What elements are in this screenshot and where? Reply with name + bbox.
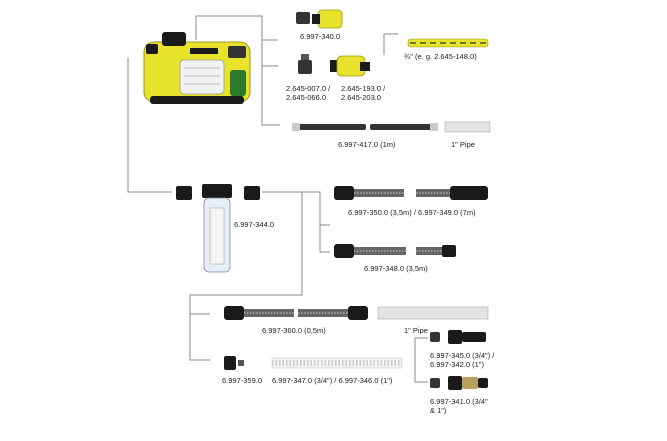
suction-hose-348-icon [334, 244, 456, 258]
label-connector-193-203: 2.645-193.0 / 2.645-203.0 [341, 84, 386, 102]
label-pipe-mid: 1" Pipe [404, 326, 428, 335]
label-fitting-359: 6.997-359.0 [222, 376, 263, 385]
garden-pump [143, 32, 251, 104]
prefilter-icon [176, 184, 260, 273]
foot-valve-341-icon [430, 376, 488, 390]
label-pressure-hose-417: 6.997-417.0 (1m) [338, 140, 396, 149]
label-hose-347-346: 6.997-347.0 (3/4") / 6.997-346.0 (1") [272, 376, 393, 385]
connector-340-icon [296, 9, 343, 29]
label-suction-350-349: 6.997-350.0 (3,5m) / 6.997-349.0 (7m) [348, 208, 476, 217]
connector-193-icon [330, 55, 370, 77]
pipe-mid-icon [377, 306, 489, 320]
label-adapter-007-066: 2.645-007.0 / 2.645-066.0 [286, 84, 331, 102]
adapter-007-icon [298, 54, 312, 74]
spiral-hose-347-icon [271, 357, 403, 369]
connector-lines [127, 15, 428, 383]
pipe-top-icon [444, 121, 491, 133]
foot-valve-345-icon [430, 330, 486, 344]
label-hose-spec: ¾" (e. g. 2.645-148.0) [404, 52, 477, 61]
label-pipe-top: 1" Pipe [451, 140, 475, 149]
label-connector-340: 6.997-340.0 [300, 32, 341, 41]
label-suction-360: 6.997-360.0 (0,5m) [262, 326, 326, 335]
label-valve-345-342: 6.997-345.0 (3/4") / 6.997-342.0 (1") [430, 351, 495, 369]
garden-hose-icon [407, 38, 489, 48]
label-prefilter-344: 6.997-344.0 [234, 220, 275, 229]
fitting-359-icon [224, 356, 244, 370]
pressure-hose-417-icon [292, 123, 438, 131]
suction-hose-350-icon [334, 186, 488, 200]
label-valve-341: 6.997-341.0 (3/4" & 1") [430, 397, 488, 415]
label-suction-348: 6.997-348.0 (3,5m) [364, 264, 428, 273]
suction-hose-360-icon [224, 306, 368, 320]
